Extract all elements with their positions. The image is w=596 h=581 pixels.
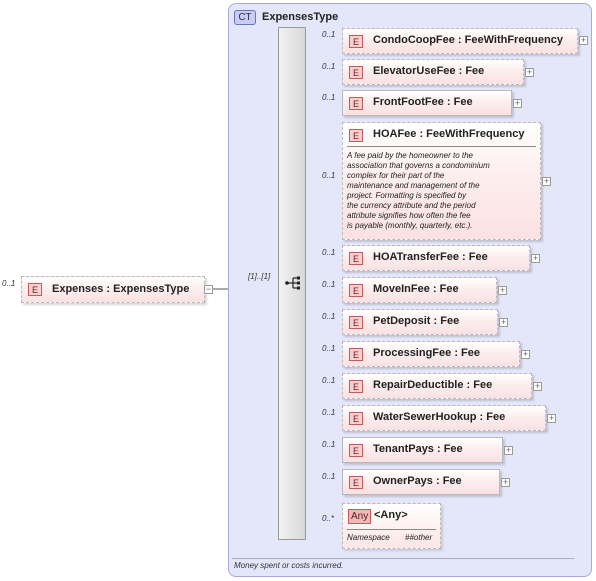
expand-icon[interactable]: +: [531, 253, 540, 263]
child-cardinality: 0..1: [322, 280, 336, 289]
element-hoafee[interactable]: E HOAFee : FeeWithFrequency A fee paid b…: [342, 122, 541, 240]
element-elevatorusefee[interactable]: E ElevatorUseFee : Fee: [342, 59, 524, 85]
element-badge: E: [349, 476, 363, 489]
namespace-value: ##other: [405, 533, 433, 542]
element-frontfootfee[interactable]: E FrontFootFee : Fee: [342, 90, 512, 116]
element-name: HOAFee : FeeWithFrequency: [373, 128, 525, 140]
child-cardinality: 0..1: [322, 171, 336, 180]
element-name: FrontFootFee : Fee: [373, 96, 473, 108]
element-badge: E: [349, 412, 363, 425]
element-documentation: A fee paid by the homeowner to the assoc…: [347, 151, 490, 230]
child-cardinality: 0..1: [322, 312, 336, 321]
element-name: PetDeposit : Fee: [373, 315, 460, 327]
documentation-divider: [232, 558, 574, 559]
element-badge: E: [349, 97, 363, 110]
expand-icon[interactable]: +: [547, 413, 556, 423]
element-name: WaterSewerHookup : Fee: [373, 411, 506, 423]
element-name: ElevatorUseFee : Fee: [373, 65, 485, 77]
element-watersewerhookup[interactable]: E WaterSewerHookup : Fee: [342, 405, 546, 431]
expand-icon[interactable]: +: [498, 285, 507, 295]
element-hoatransferfee[interactable]: E HOATransferFee : Fee: [342, 245, 530, 271]
element-badge: E: [349, 444, 363, 457]
any-divider: [347, 529, 436, 530]
any-cardinality: 0..*: [322, 514, 335, 523]
expand-icon[interactable]: +: [525, 67, 534, 77]
sequence-icon[interactable]: [285, 276, 303, 290]
element-badge: E: [349, 380, 363, 393]
any-name: <Any>: [374, 509, 408, 521]
child-cardinality: 0..1: [322, 472, 336, 481]
expand-icon[interactable]: +: [499, 317, 508, 327]
element-badge: E: [349, 66, 363, 79]
root-element-expenses[interactable]: E Expenses : ExpensesType: [21, 276, 205, 303]
any-element[interactable]: Any <Any> Namespace ##other: [342, 503, 441, 549]
element-name: ProcessingFee : Fee: [373, 347, 480, 359]
child-cardinality: 0..1: [322, 30, 336, 39]
expand-icon[interactable]: +: [521, 349, 530, 359]
collapse-icon[interactable]: −: [204, 284, 213, 294]
child-cardinality: 0..1: [322, 408, 336, 417]
expand-icon[interactable]: +: [542, 176, 551, 186]
expand-icon[interactable]: +: [501, 477, 510, 487]
child-cardinality: 0..1: [322, 344, 336, 353]
element-name: HOATransferFee : Fee: [373, 251, 488, 263]
child-cardinality: 0..1: [322, 376, 336, 385]
element-processingfee[interactable]: E ProcessingFee : Fee: [342, 341, 520, 367]
element-badge: E: [349, 252, 363, 265]
element-repairdeductible[interactable]: E RepairDeductible : Fee: [342, 373, 532, 399]
complex-type-name: ExpensesType: [262, 11, 339, 23]
documentation-divider: [347, 146, 536, 147]
element-badge: E: [28, 283, 42, 296]
element-badge: E: [349, 284, 363, 297]
complex-type-badge: CT: [234, 9, 256, 25]
element-name: OwnerPays : Fee: [373, 475, 462, 487]
root-cardinality: 0..1: [2, 279, 16, 288]
element-condocoopfee[interactable]: E CondoCoopFee : FeeWithFrequency: [342, 28, 578, 54]
element-badge: E: [349, 348, 363, 361]
expand-icon[interactable]: +: [504, 445, 513, 455]
complex-type-documentation: Money spent or costs incurred.: [234, 561, 344, 570]
expand-icon[interactable]: +: [579, 35, 588, 45]
sequence-cardinality: [1]..[1]: [248, 272, 271, 281]
element-moveinfee[interactable]: E MoveInFee : Fee: [342, 277, 497, 303]
expand-icon[interactable]: +: [533, 381, 542, 391]
element-badge: E: [349, 316, 363, 329]
child-cardinality: 0..1: [322, 93, 336, 102]
element-name: MoveInFee : Fee: [373, 283, 459, 295]
element-badge: E: [349, 35, 363, 48]
element-name: RepairDeductible : Fee: [373, 379, 493, 391]
expand-icon[interactable]: +: [513, 98, 522, 108]
element-petdeposit[interactable]: E PetDeposit : Fee: [342, 309, 498, 335]
child-cardinality: 0..1: [322, 62, 336, 71]
element-name: TenantPays : Fee: [373, 443, 463, 455]
namespace-label: Namespace: [347, 533, 390, 542]
element-tenantpays[interactable]: E TenantPays : Fee: [342, 437, 503, 463]
child-cardinality: 0..1: [322, 248, 336, 257]
element-name: Expenses : ExpensesType: [52, 283, 190, 295]
any-badge: Any: [348, 509, 372, 524]
element-ownerpays[interactable]: E OwnerPays : Fee: [342, 469, 500, 495]
child-cardinality: 0..1: [322, 440, 336, 449]
element-name: CondoCoopFee : FeeWithFrequency: [373, 34, 563, 46]
element-badge: E: [349, 129, 363, 142]
